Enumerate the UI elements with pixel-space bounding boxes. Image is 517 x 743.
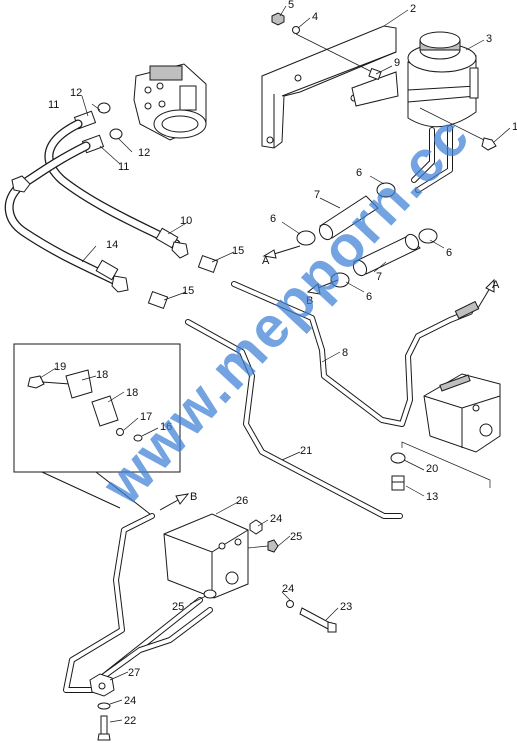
part-label-22: 22 — [124, 715, 136, 727]
watermark-text: www.mepporn.cc — [89, 102, 482, 517]
part-label-15b: 15 — [182, 285, 194, 297]
part-label-16: 16 — [160, 421, 172, 433]
fittings-15 — [147, 254, 219, 310]
part-label-10: 10 — [180, 215, 192, 227]
bracket-bolts — [271, 12, 382, 81]
part-label-11a: 11 — [48, 99, 59, 111]
part-label-18b: 18 — [126, 387, 138, 399]
part-label-6a: 6 — [356, 167, 362, 179]
pipe-21 — [185, 319, 403, 519]
part-label-15a: 15 — [232, 245, 244, 257]
part-label-25a: 25 — [290, 531, 302, 543]
part-label-14: 14 — [106, 239, 118, 251]
oil-tank — [407, 31, 497, 193]
part-labels: 1 2 3 4 5 6 6 6 6 7 7 8 9 10 11 11 12 12… — [48, 0, 517, 727]
part-label-17: 17 — [140, 411, 152, 423]
part-label-20: 20 — [426, 463, 438, 475]
part-label-12b: 12 — [138, 147, 150, 159]
part-label-6b: 6 — [270, 213, 276, 225]
part-label-13: 13 — [426, 491, 438, 503]
adapter-13-seal-20 — [390, 441, 491, 491]
part-label-9: 9 — [394, 57, 400, 69]
part-label-6d: 6 — [366, 291, 372, 303]
part-label-12a: 12 — [70, 87, 82, 99]
detail-inset — [13, 343, 181, 515]
flange-27 — [89, 673, 115, 741]
part-label-19: 19 — [54, 361, 66, 373]
pipe-8 — [231, 281, 480, 427]
part-label-23: 23 — [340, 601, 352, 613]
part-label-25b: 25 — [172, 601, 184, 613]
ref-mark-b-mid: B — [306, 295, 313, 307]
part-label-24a: 24 — [270, 513, 282, 525]
part-label-1: 1 — [512, 121, 517, 133]
part-label-3: 3 — [486, 33, 492, 45]
flow-arrows — [159, 245, 495, 511]
ref-mark-a-left: A — [262, 255, 270, 267]
part-label-5: 5 — [288, 0, 294, 11]
clamps-6 — [296, 182, 438, 288]
part-label-24b: 24 — [282, 583, 294, 595]
part-label-6c: 6 — [446, 247, 452, 259]
lower-valve-bolts — [247, 519, 337, 633]
sleeves-7 — [318, 195, 421, 277]
hose-10 — [44, 119, 189, 259]
hose-14 — [4, 141, 129, 293]
part-label-8: 8 — [342, 347, 348, 359]
part-label-4: 4 — [312, 11, 318, 23]
part-label-21: 21 — [300, 445, 312, 457]
lower-valve — [163, 513, 249, 599]
reference-marks: A A B B — [190, 255, 500, 503]
ref-mark-a-right: A — [492, 279, 500, 291]
part-label-7b: 7 — [376, 271, 382, 283]
part-label-11b: 11 — [118, 161, 129, 173]
part-label-18a: 18 — [96, 369, 108, 381]
part-label-27: 27 — [128, 667, 140, 679]
part-label-7a: 7 — [314, 189, 320, 201]
part-label-24c: 24 — [124, 695, 136, 707]
steering-unit — [133, 63, 207, 141]
part-label-26: 26 — [236, 495, 248, 507]
control-valve — [423, 373, 501, 453]
part-label-2: 2 — [410, 3, 416, 15]
leader-lines — [39, 5, 511, 723]
ref-mark-b-lower: B — [190, 491, 197, 503]
mounting-bracket — [261, 25, 399, 149]
